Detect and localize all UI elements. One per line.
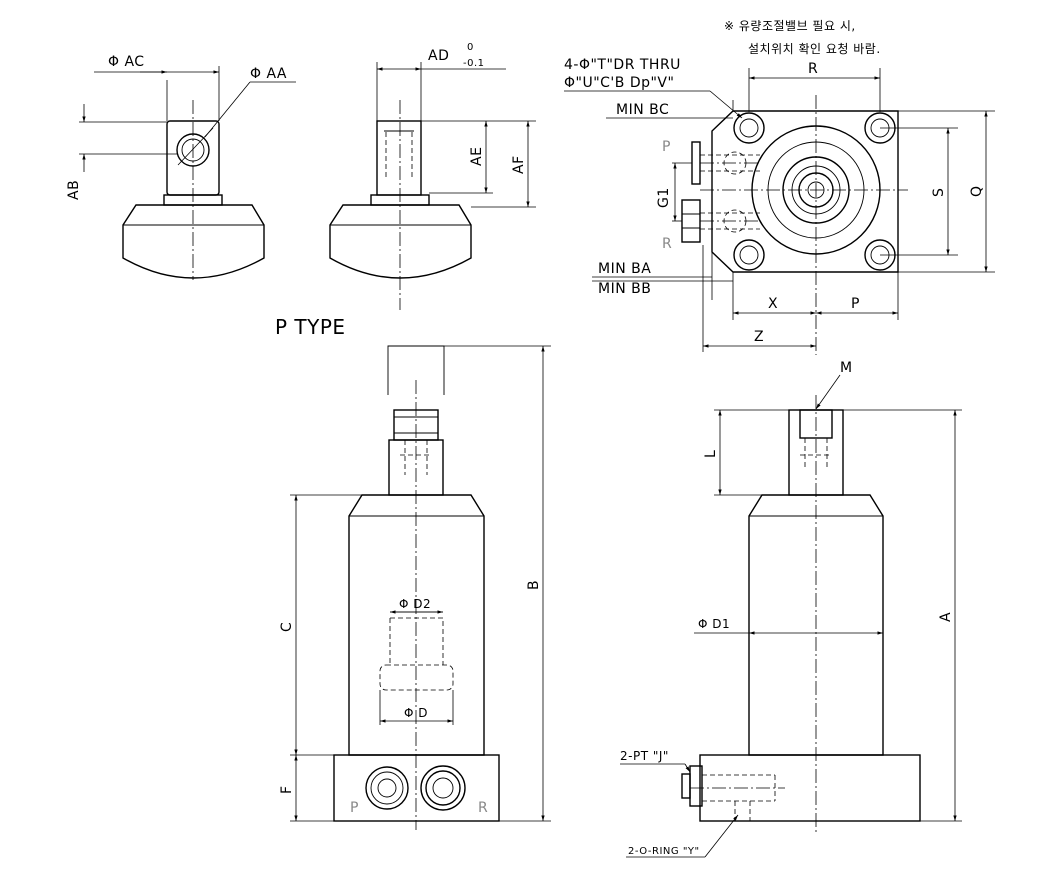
dim-c: C — [279, 622, 295, 632]
dim-f: F — [279, 785, 295, 794]
top-port-p: P — [662, 139, 671, 155]
dim-ad-tol-upper: 0 — [467, 42, 474, 53]
dim-q: Q — [969, 185, 985, 197]
dim-d2: Φ D2 — [399, 597, 431, 611]
dim-d: Φ D — [404, 706, 428, 720]
front-port-r: R — [478, 800, 488, 816]
dim-a: A — [938, 612, 954, 622]
dim-min-bc: MIN BC — [616, 102, 669, 118]
dim-oring-y: 2-O-RING "Y" — [628, 846, 700, 857]
hole-note-1: 4-Φ"T"DR THRU — [564, 57, 681, 73]
dim-min-ba: MIN BA — [598, 261, 651, 277]
top-port-r: R — [662, 236, 672, 252]
dim-b: B — [526, 580, 542, 590]
hole-note-2: Φ"U"C'B Dp"V" — [564, 75, 674, 91]
dim-ae: AE — [469, 147, 485, 166]
dim-d1: Φ D1 — [698, 617, 730, 631]
dim-s: S — [931, 188, 947, 197]
dim-ad-tol-lower: -0.1 — [463, 58, 485, 69]
pin-view-front: Φ AC Φ AA AB P TYPE — [66, 54, 346, 339]
dim-g1: G1 — [656, 187, 672, 208]
note-line-2: 설치위치 확인 요청 바람. — [748, 42, 881, 56]
dim-aa: Φ AA — [250, 66, 287, 82]
note-line-1: ※ 유량조절밸브 필요 시, — [724, 19, 856, 33]
dim-r: R — [808, 61, 818, 77]
dim-p: P — [851, 296, 860, 312]
top-view: P R G1 4-Φ"T"DR THRU Φ"U"C'B Dp"V" R MIN… — [564, 57, 995, 355]
dim-min-bb: MIN BB — [598, 281, 651, 297]
front-port-p: P — [350, 800, 359, 816]
dim-ac: Φ AC — [108, 54, 145, 70]
dim-ad: AD — [428, 48, 449, 64]
dim-z: Z — [754, 329, 764, 345]
side-view: M L A Φ D1 2-PT "J" 2-O-RING "Y" — [620, 360, 962, 858]
dim-l: L — [703, 450, 719, 458]
dim-af: AF — [511, 155, 527, 174]
dim-pt-j: 2-PT "J" — [620, 749, 669, 763]
dim-x: X — [768, 296, 778, 312]
dim-m: M — [840, 360, 853, 376]
pin-view-side: AD 0 -0.1 AE AF — [329, 42, 536, 310]
p-type-label: P TYPE — [275, 315, 346, 339]
front-view: P R Φ D2 Φ D C F B — [279, 345, 551, 830]
dim-ab: AB — [66, 180, 82, 200]
